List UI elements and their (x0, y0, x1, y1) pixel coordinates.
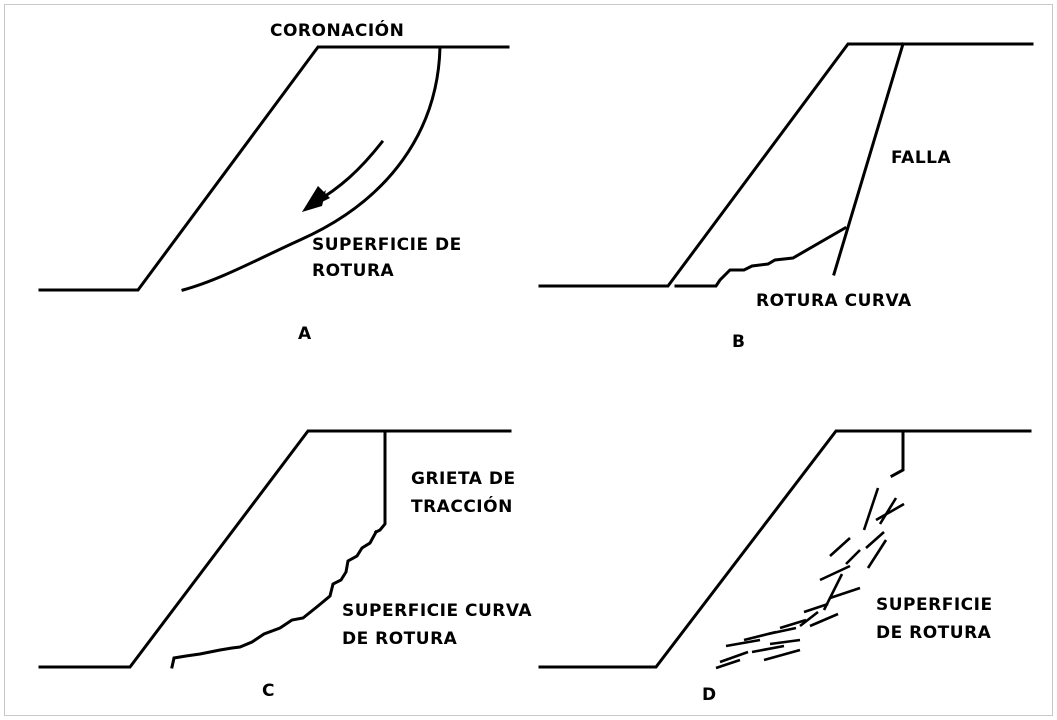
slope-profile-a (38, 45, 510, 292)
outer-frame (4, 4, 1053, 716)
arrowhead-icon (302, 186, 330, 212)
fracture-set-d (715, 487, 905, 670)
panel-c: GRIETA DE TRACCIÓN SUPERFICIE CURVA DE R… (38, 429, 532, 701)
label-surface-a-line1: SUPERFICIE DE (312, 235, 462, 255)
label-falla: FALLA (891, 148, 951, 168)
tension-crack-c (373, 429, 387, 535)
curved-rupture-b (674, 225, 848, 288)
curved-failure-surface-c (170, 529, 379, 669)
panel-letter-b: B (732, 332, 745, 352)
panel-b: FALLA ROTURA CURVA B (538, 42, 1034, 352)
label-surface-c-line1: SUPERFICIE CURVA (342, 601, 532, 621)
label-surface-c-line2: DE ROTURA (342, 629, 458, 649)
slope-profile-b (538, 42, 1034, 288)
failure-surface-a (181, 45, 442, 292)
panel-letter-c: C (262, 681, 275, 701)
label-coronacion: CORONACIÓN (270, 19, 404, 41)
label-surface-d-line1: SUPERFICIE (876, 595, 993, 615)
panel-a: CORONACIÓN SUPERFICIE DE ROTURA A (38, 19, 510, 344)
tension-crack-d (889, 429, 905, 479)
panel-letter-a: A (298, 324, 312, 344)
slope-profile-d (538, 429, 1032, 669)
label-crack-line1: GRIETA DE (411, 469, 516, 489)
label-rotura-curva: ROTURA CURVA (756, 291, 912, 311)
label-surface-a-line2: ROTURA (312, 261, 395, 281)
label-surface-d-line2: DE ROTURA (876, 623, 992, 643)
label-crack-line2: TRACCIÓN (411, 495, 513, 517)
panel-letter-d: D (702, 685, 717, 705)
panel-d: SUPERFICIE DE ROTURA D (538, 429, 1032, 705)
fault-line-b (832, 42, 905, 276)
slope-profile-c (38, 429, 512, 669)
